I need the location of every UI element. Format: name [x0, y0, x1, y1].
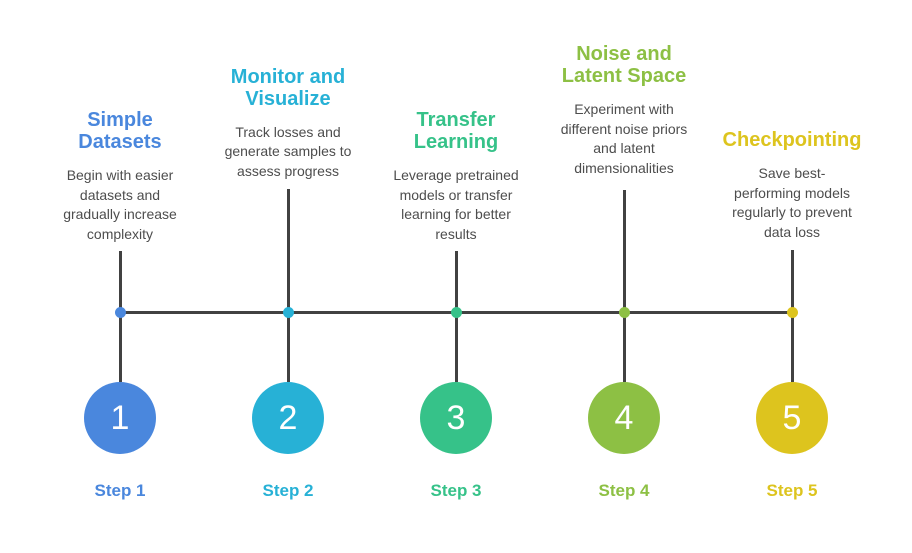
connector-line [622, 190, 626, 382]
timeline-dot [618, 307, 630, 318]
step-description: Begin with easier datasets and gradually… [63, 167, 177, 242]
timeline-dot [282, 307, 294, 318]
timeline-dot [786, 307, 798, 318]
step-title: Transfer Learning [413, 109, 499, 153]
step-column-2: Monitor and Visualize Track losses and g… [198, 0, 378, 553]
timeline-dot [450, 307, 462, 318]
step-description: Experiment with different noise priors a… [560, 101, 688, 176]
step-number-circle: 3 [420, 382, 492, 454]
step-text-block: Simple Datasets Begin with easier datase… [30, 109, 210, 244]
step-column-1: Simple Datasets Begin with easier datase… [30, 0, 210, 553]
step-number: 5 [782, 399, 802, 437]
step-label: Step 4 [598, 481, 650, 500]
step-number-circle: 2 [252, 382, 324, 454]
step-label: Step 1 [94, 481, 146, 500]
step-title: Simple Datasets [78, 109, 162, 153]
step-number: 1 [110, 399, 130, 437]
step-description: Leverage pretrained models or transfer l… [393, 167, 519, 242]
step-number: 2 [278, 399, 298, 437]
step-label: Step 5 [766, 481, 818, 500]
step-column-3: Transfer Learning Leverage pretrained mo… [366, 0, 546, 553]
step-text-block: Noise and Latent Space Experiment with d… [534, 43, 714, 178]
step-description: Track losses and generate samples to ass… [224, 123, 352, 179]
step-title: Monitor and Visualize [230, 65, 346, 110]
step-number-circle: 1 [84, 382, 156, 454]
step-text-block: Checkpointing Save best- performing mode… [702, 129, 882, 242]
step-text-block: Monitor and Visualize Track losses and g… [198, 66, 378, 182]
step-label: Step 3 [430, 481, 482, 500]
step-number-circle: 5 [756, 382, 828, 454]
step-title: Noise and Latent Space [561, 43, 687, 87]
step-text-block: Transfer Learning Leverage pretrained mo… [366, 109, 546, 244]
step-column-4: Noise and Latent Space Experiment with d… [534, 0, 714, 553]
step-number-circle: 4 [588, 382, 660, 454]
step-number: 3 [446, 399, 466, 437]
step-column-5: Checkpointing Save best- performing mode… [702, 0, 882, 553]
timeline-dot [114, 307, 126, 318]
connector-line [286, 189, 290, 382]
step-label: Step 2 [262, 481, 314, 500]
step-title: Checkpointing [722, 129, 862, 151]
step-number: 4 [614, 399, 634, 437]
step-description: Save best- performing models regularly t… [732, 165, 852, 240]
